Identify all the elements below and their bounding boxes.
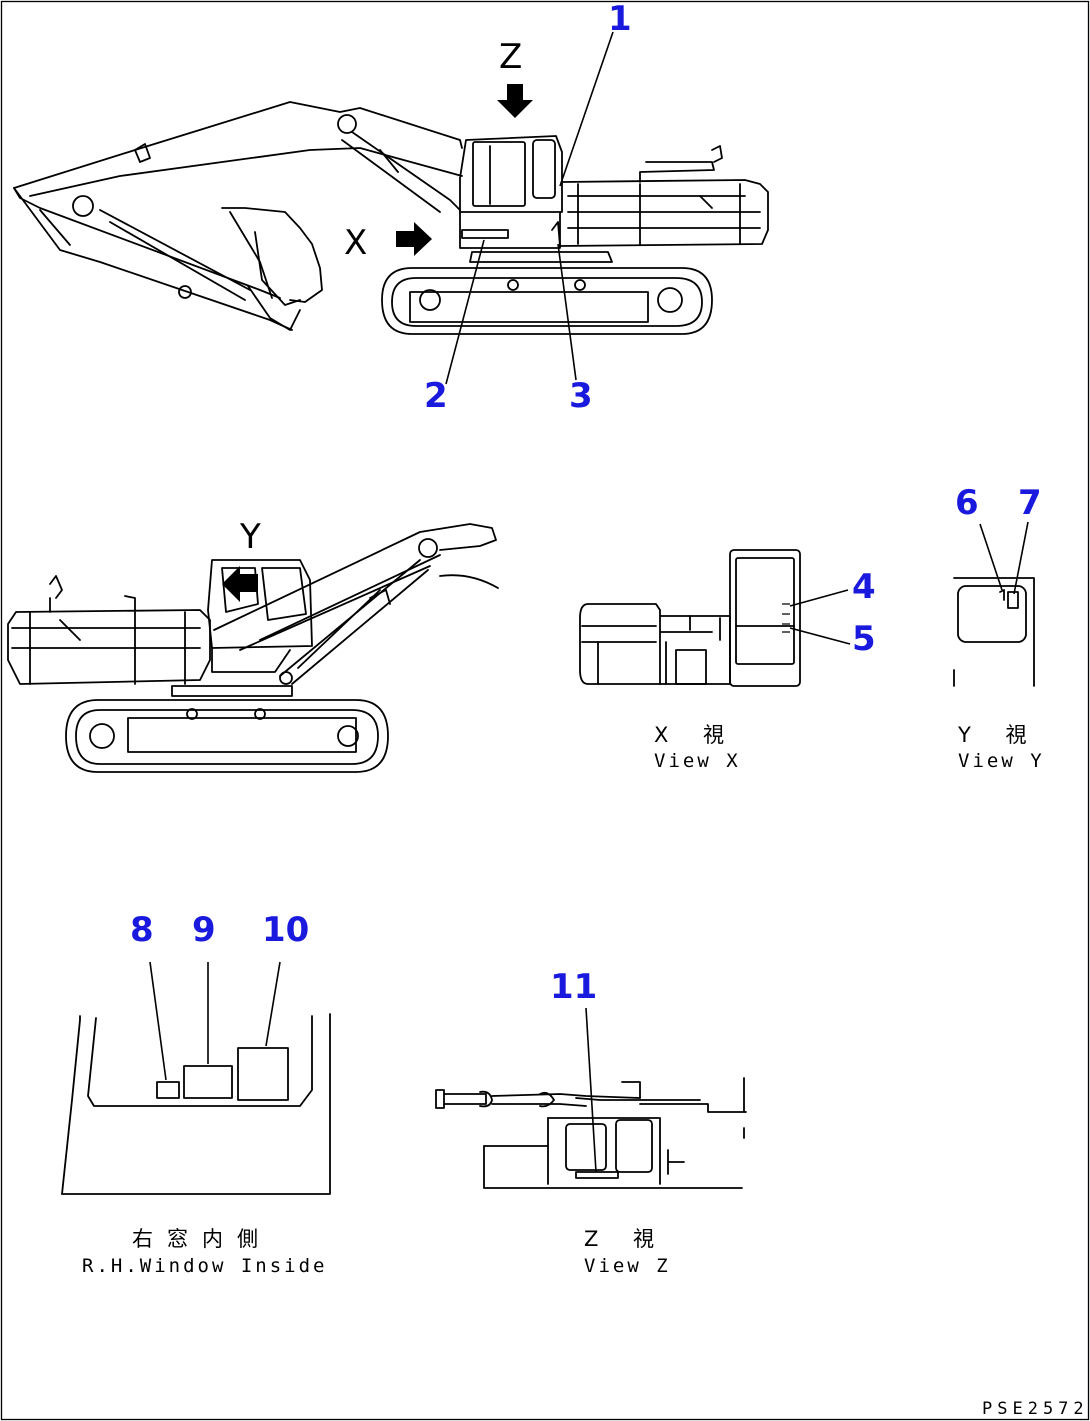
drawing-code: PSE2572: [982, 1399, 1089, 1419]
caption-window-jp: 右窓内側: [132, 1227, 272, 1251]
view-letter-y: Y: [239, 517, 261, 557]
callout-8: 8: [130, 910, 154, 950]
callout-3: 3: [569, 376, 593, 416]
callout-6: 6: [955, 483, 979, 523]
callout-4: 4: [852, 567, 876, 607]
caption-view-y-en: View Y: [958, 750, 1045, 772]
window-inside-drawing: [61, 961, 331, 1195]
arrow-y-icon: [222, 566, 258, 602]
arrow-x-icon: [396, 222, 432, 256]
callout-2: 2: [424, 376, 448, 416]
callout-1: 1: [608, 0, 632, 39]
view-x-drawing: [579, 549, 851, 687]
view-y-drawing: [953, 521, 1035, 687]
caption-view-y-jp: Y 視: [957, 723, 1041, 747]
excavator-main-view: [13, 31, 769, 385]
callout-11: 11: [550, 967, 597, 1007]
caption-view-x-en: View X: [654, 750, 741, 772]
caption-window-en: R.H.Window Inside: [82, 1255, 327, 1277]
caption-view-z-jp: Z 視: [584, 1227, 668, 1251]
excavator-left-view: [7, 523, 499, 773]
caption-view-x-jp: X 視: [654, 723, 738, 747]
callout-5: 5: [852, 619, 876, 659]
arrow-z-icon: [497, 84, 533, 118]
view-z-drawing: [435, 1007, 747, 1189]
caption-view-z-en: View Z: [584, 1255, 671, 1277]
callout-10: 10: [262, 910, 309, 950]
view-letter-x: X: [344, 223, 367, 263]
callout-9: 9: [192, 910, 216, 950]
view-letter-z: Z: [499, 37, 522, 77]
callout-7: 7: [1018, 483, 1042, 523]
